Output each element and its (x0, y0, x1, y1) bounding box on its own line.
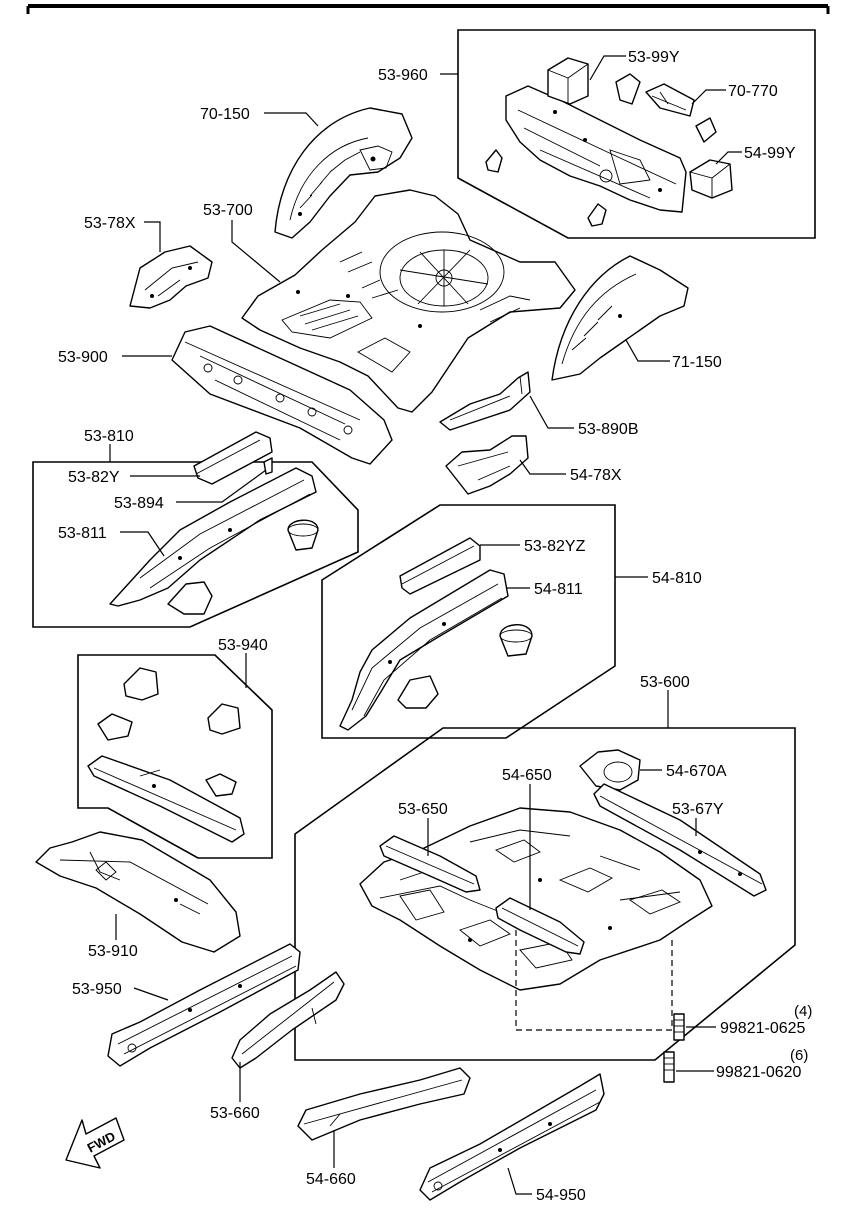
part-70-150 (274, 107, 413, 239)
part-53-894 (263, 457, 273, 475)
group-box-53-940 (77, 654, 273, 859)
leader-70-150 (264, 112, 319, 127)
label-53-950: 53-950 (72, 981, 122, 998)
label-53-600: 53-600 (640, 674, 690, 691)
label-53-910: 53-910 (88, 943, 138, 960)
part-54-99y (689, 159, 733, 199)
label-71-150: 71-150 (672, 354, 722, 371)
part-53-811 (109, 467, 317, 607)
leader-53-950 (133, 987, 169, 1001)
label-53-700: 53-700 (203, 202, 253, 219)
leader-53-78x (144, 221, 161, 252)
label-70-150: 70-150 (200, 106, 250, 123)
label-53-900: 53-900 (58, 349, 108, 366)
part-54-950 (419, 1073, 605, 1201)
part-53-960-assembly (505, 85, 687, 213)
bolt-99821-0620 (663, 1051, 675, 1083)
leader-54-950 (507, 1167, 532, 1195)
leader-53-894 (176, 469, 267, 503)
label-53-99y: 53-99Y (628, 49, 680, 66)
label-53-810: 53-810 (84, 428, 134, 445)
leader-54-78x (519, 459, 566, 475)
label-53-940: 53-940 (218, 637, 268, 654)
leader-70-770 (691, 89, 726, 105)
leader-53-890b (529, 395, 574, 429)
label-53-78x: 53-78X (84, 215, 136, 232)
part-71-150 (551, 255, 689, 381)
part-54-670a (579, 749, 641, 791)
leader-53-99y (589, 55, 626, 81)
forward-arrow-icon: FWD (65, 1117, 125, 1169)
part-53-82y (193, 431, 273, 485)
part-53-940-bracket-b (97, 713, 133, 741)
part-54-660 (297, 1067, 471, 1141)
part-53-810-bracket (167, 581, 213, 615)
label-54-810: 54-810 (652, 570, 702, 587)
part-53-78x (129, 245, 213, 309)
qty-99821-0625: (4) (794, 1003, 812, 1020)
bolt-99821-0625 (673, 1013, 685, 1041)
part-53-700 (241, 189, 576, 413)
part-54-810-cup (499, 624, 533, 657)
part-53-600-dashed-frame (515, 930, 673, 1031)
label-53-650: 53-650 (398, 801, 448, 818)
group-box-53-600 (294, 727, 796, 1061)
qty-99821-0620: (6) (790, 1047, 808, 1064)
part-53-910 (35, 831, 241, 953)
part-53-940-clip (205, 773, 237, 797)
part-53-99y (547, 57, 589, 105)
label-99821-0620: 99821-0620 (716, 1064, 802, 1081)
part-53-960-small-bracket-c (485, 149, 503, 173)
part-53-960-small-bracket-a (615, 73, 641, 105)
label-54-78x: 54-78X (570, 467, 622, 484)
group-box-53-960 (457, 29, 816, 239)
part-53-82yz (399, 537, 481, 595)
label-54-950: 54-950 (536, 1187, 586, 1204)
part-53-940-bracket-a (123, 667, 159, 701)
part-53-890b (439, 371, 531, 431)
label-53-890b: 53-890B (578, 421, 639, 438)
label-53-660: 53-660 (210, 1105, 260, 1122)
part-53-650 (379, 835, 481, 893)
part-53-950 (107, 943, 301, 1067)
part-53-960-small-bracket-b (695, 117, 717, 143)
label-54-660: 54-660 (306, 1171, 356, 1188)
group-box-54-810 (321, 504, 616, 739)
label-53-82y: 53-82Y (68, 469, 120, 486)
part-54-811 (339, 569, 509, 731)
part-70-770 (645, 83, 695, 117)
label-54-811: 54-811 (534, 581, 583, 598)
label-54-670a: 54-670A (666, 763, 727, 780)
part-53-600-floor-pan (359, 807, 713, 991)
part-54-810-bracket (397, 675, 439, 709)
part-53-900 (171, 325, 393, 465)
label-53-82yz: 53-82YZ (524, 538, 586, 555)
leader-71-150 (625, 339, 670, 362)
label-53-894: 53-894 (114, 495, 164, 512)
label-53-811: 53-811 (58, 525, 107, 542)
part-53-67y (593, 783, 767, 897)
label-53-67y: 53-67Y (672, 801, 724, 818)
leader-54-99y (715, 151, 742, 165)
label-99821-0625: 99821-0625 (720, 1020, 806, 1037)
label-70-770: 70-770 (728, 83, 778, 100)
part-53-960-small-bracket-d (587, 203, 607, 227)
group-box-53-810 (32, 461, 359, 628)
part-53-810-cup (287, 519, 319, 551)
part-53-660 (231, 971, 345, 1069)
label-54-99y: 54-99Y (744, 145, 796, 162)
leader-53-811 (120, 531, 165, 557)
part-54-650 (495, 897, 585, 955)
label-53-960: 53-960 (378, 67, 428, 84)
part-53-940-rail (87, 755, 245, 843)
part-54-78x (445, 435, 529, 495)
part-53-940-bracket-c (207, 703, 241, 735)
leader-53-700 (231, 220, 281, 283)
label-54-650: 54-650 (502, 767, 552, 784)
